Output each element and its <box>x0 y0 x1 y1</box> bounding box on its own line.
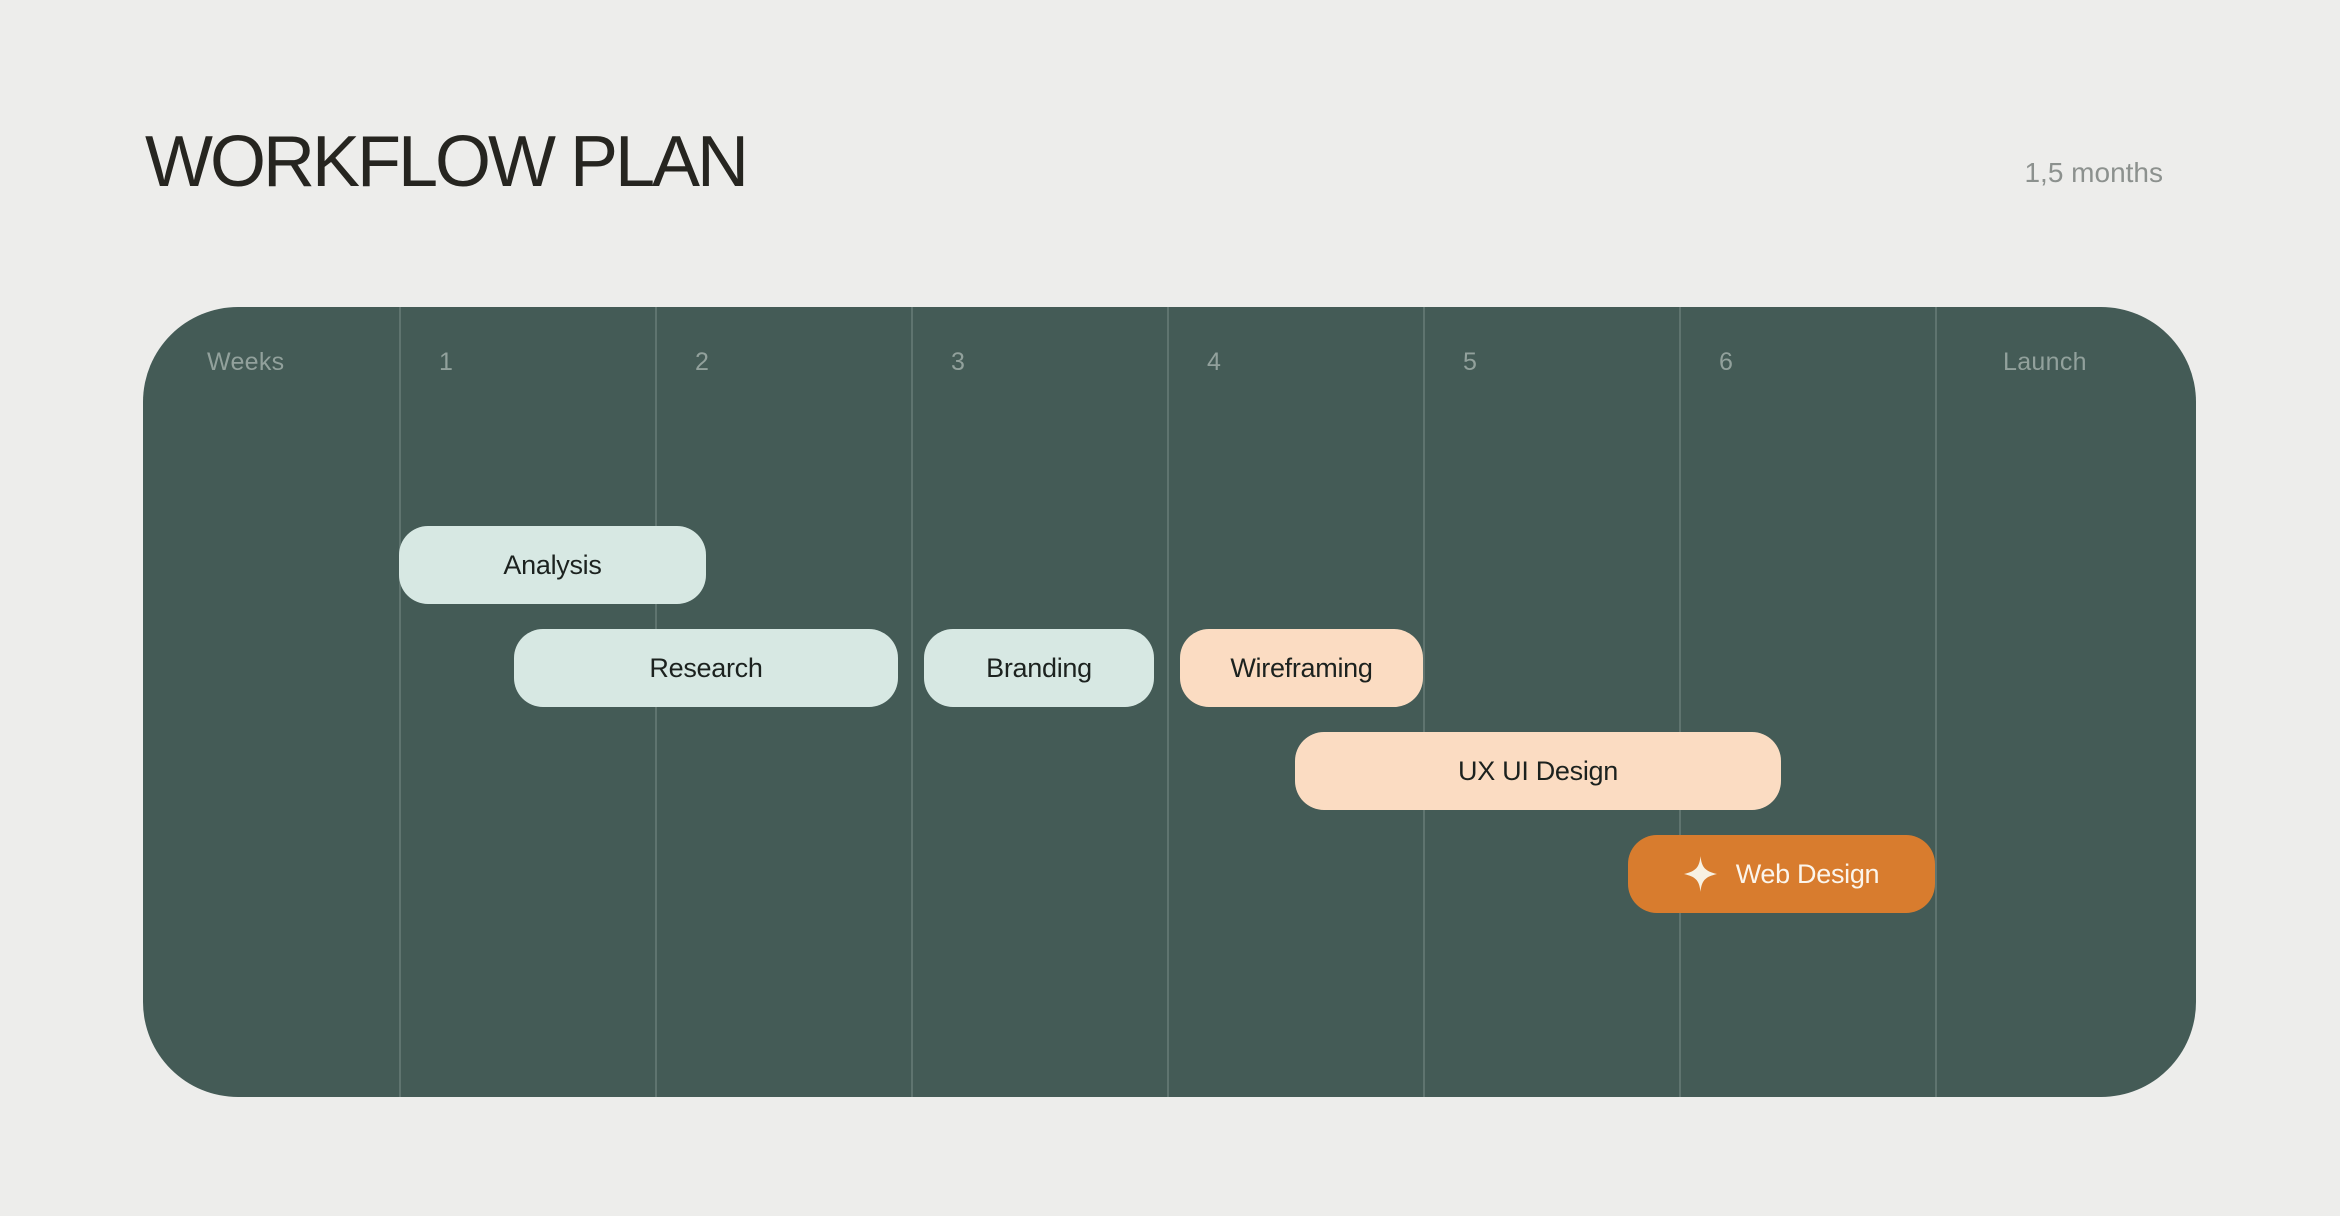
column-label-1: 1 <box>439 348 454 376</box>
task-label: Web Design <box>1735 858 1880 889</box>
column-label-6: 6 <box>1719 348 1734 376</box>
task-bar-research: Research <box>514 629 898 707</box>
task-label: Branding <box>986 652 1092 683</box>
task-label: Wireframing <box>1230 652 1373 683</box>
week-divider <box>1935 307 1937 1097</box>
task-bar-ux-ui-design: UX UI Design <box>1295 732 1781 810</box>
week-divider <box>399 307 401 1097</box>
sparkle-icon <box>1683 855 1717 893</box>
week-divider <box>1679 307 1681 1097</box>
column-label-launch: Launch <box>2003 348 2087 376</box>
task-bar-wireframing: Wireframing <box>1180 629 1423 707</box>
column-label-3: 3 <box>951 348 966 376</box>
duration-label: 1,5 months <box>2024 157 2163 188</box>
week-divider <box>1423 307 1425 1097</box>
task-bar-web-design: Web Design <box>1628 835 1935 913</box>
task-label: Research <box>649 652 763 683</box>
task-label: UX UI Design <box>1458 755 1618 786</box>
column-label-5: 5 <box>1463 348 1478 376</box>
task-bar-branding: Branding <box>924 629 1154 707</box>
task-label: Analysis <box>503 549 602 580</box>
page-title: WORKFLOW PLAN <box>145 122 749 202</box>
column-label-weeks: Weeks <box>207 348 285 376</box>
task-bar-analysis: Analysis <box>399 526 706 604</box>
column-label-4: 4 <box>1207 348 1222 376</box>
week-divider <box>911 307 913 1097</box>
column-label-2: 2 <box>695 348 710 376</box>
week-divider <box>1167 307 1169 1097</box>
